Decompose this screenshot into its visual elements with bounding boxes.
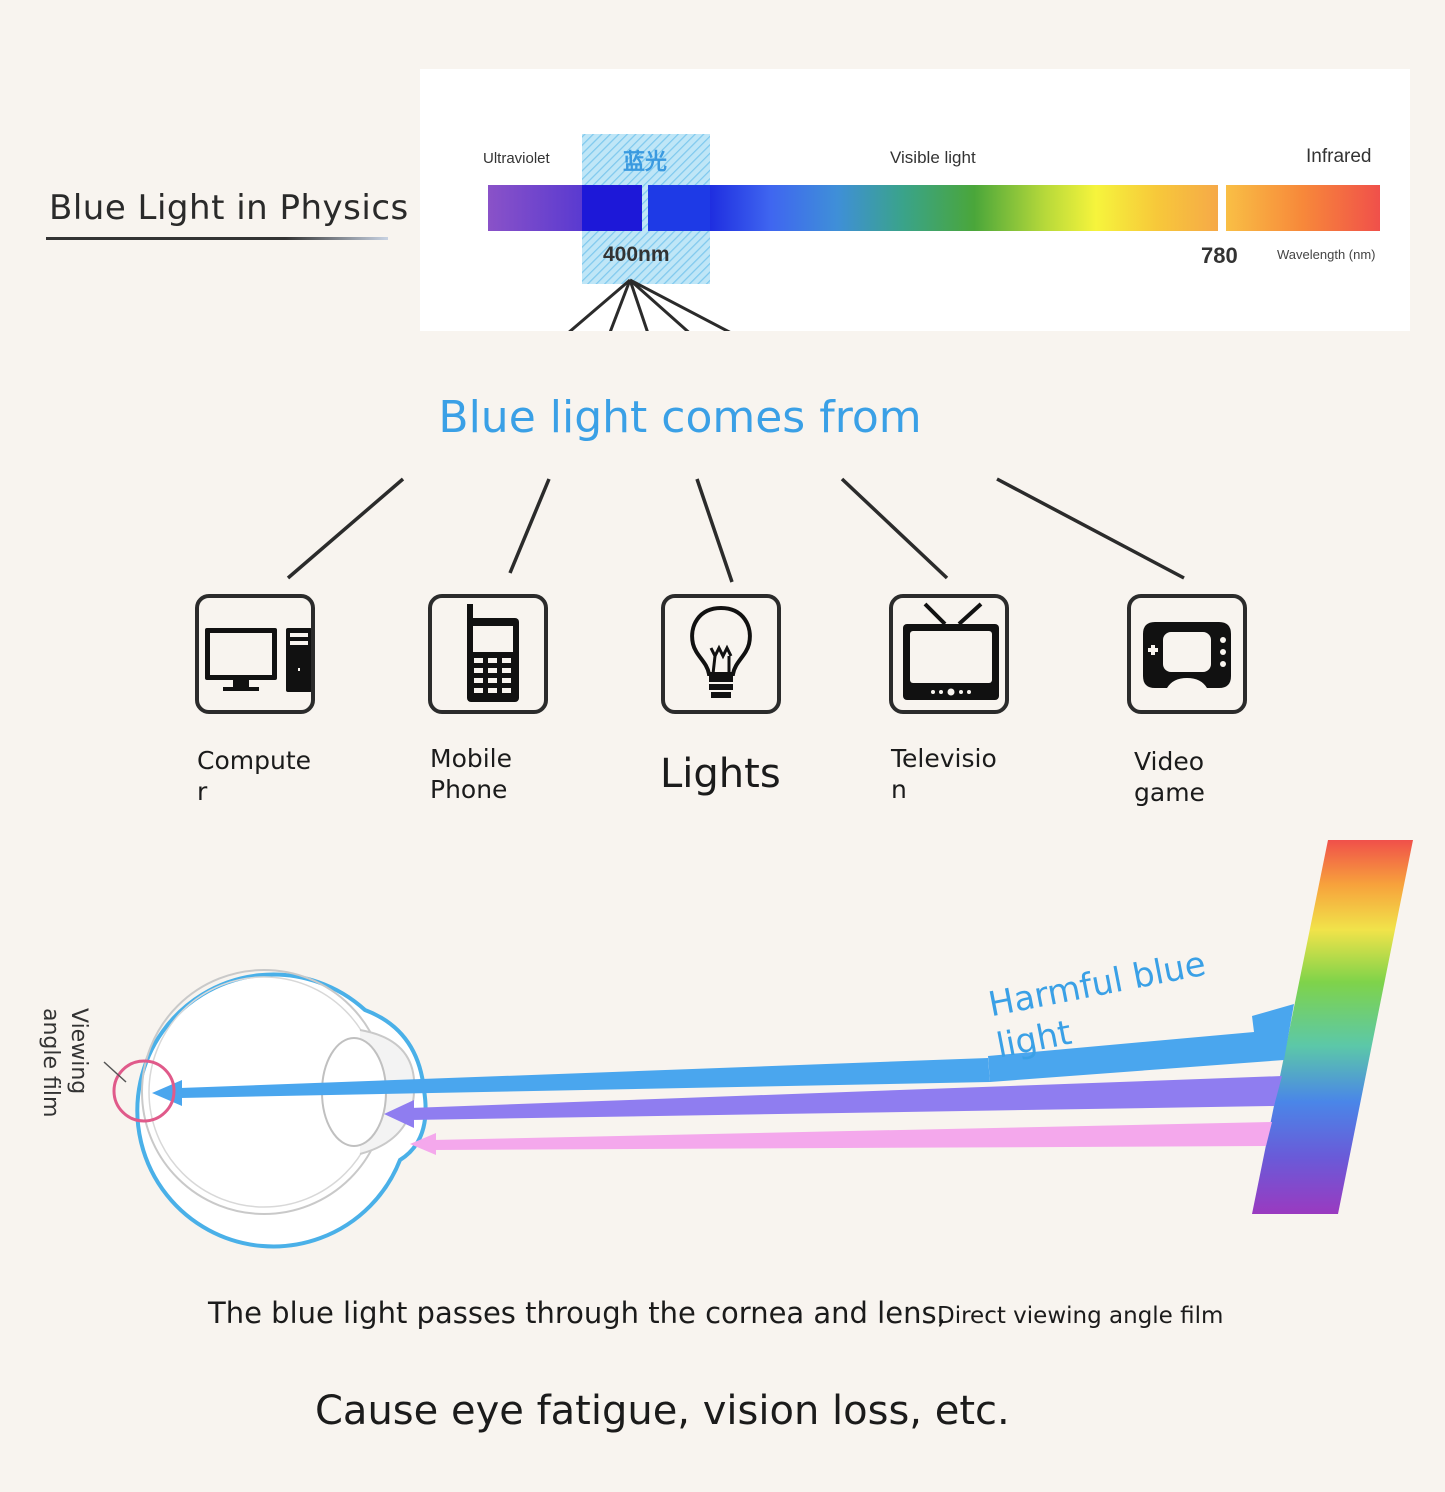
viewing-film-circle <box>112 1059 176 1123</box>
caption-eye-fatigue: Cause eye fatigue, vision loss, etc. <box>315 1388 1010 1434</box>
branch-line-phone <box>508 478 551 574</box>
light-bulb-icon <box>661 594 781 714</box>
ultraviolet-band <box>488 185 582 231</box>
blue-band-1 <box>582 185 642 231</box>
blue-light-label: 蓝光 <box>623 149 668 174</box>
branch-line-game <box>996 477 1185 580</box>
blue-band-2 <box>648 185 710 231</box>
branch-line-lights <box>695 478 734 583</box>
wavelength-780-label: 780 <box>1201 243 1238 268</box>
device-label-phone: Mobile Phone <box>430 744 513 804</box>
computer-icon <box>195 594 315 714</box>
device-label-computer: Compute r <box>197 746 312 806</box>
television-icon <box>889 594 1009 714</box>
sources-heading: Blue light comes from <box>0 392 1445 443</box>
caption-cornea-lens: The blue light passes through the cornea… <box>208 1296 946 1330</box>
game-console-icon <box>1127 594 1247 714</box>
spectrum-prism <box>1252 840 1413 1214</box>
title-underline <box>46 237 388 240</box>
eye-diagram <box>103 840 1413 1249</box>
ultraviolet-label: Ultraviolet <box>483 150 550 167</box>
spectrum-graphic <box>488 134 1380 371</box>
visible-light-label: Visible light <box>890 148 976 167</box>
device-label-game: Video game <box>1134 747 1205 807</box>
spectrum-panel: Ultraviolet 蓝光 Visible light Infrared 40… <box>420 69 1410 371</box>
branch-line-tv <box>840 477 949 580</box>
wavelength-400-label: 400nm <box>603 243 670 266</box>
sources-heading-text: Blue light comes from <box>438 392 922 443</box>
visible-band <box>710 185 1218 231</box>
section-title: Blue Light in Physics <box>49 188 409 228</box>
source-branch-lines <box>286 477 1185 583</box>
harmful-blue-ray <box>988 1004 1294 1082</box>
viewing-film-label: Viewing angle film <box>38 1008 91 1118</box>
wavelength-axis-label: Wavelength (nm) <box>1277 247 1376 262</box>
infrared-band <box>1226 185 1380 231</box>
mobile-phone-icon <box>428 594 548 714</box>
device-label-lights: Lights <box>660 751 781 797</box>
pink-ray <box>432 1122 1272 1150</box>
branch-line-computer <box>286 477 405 580</box>
violet-ray <box>410 1076 1282 1120</box>
infrared-label: Infrared <box>1306 146 1372 167</box>
caption-viewing-film: Direct viewing angle film <box>937 1303 1224 1329</box>
device-label-tv: Televisio n <box>891 744 997 804</box>
